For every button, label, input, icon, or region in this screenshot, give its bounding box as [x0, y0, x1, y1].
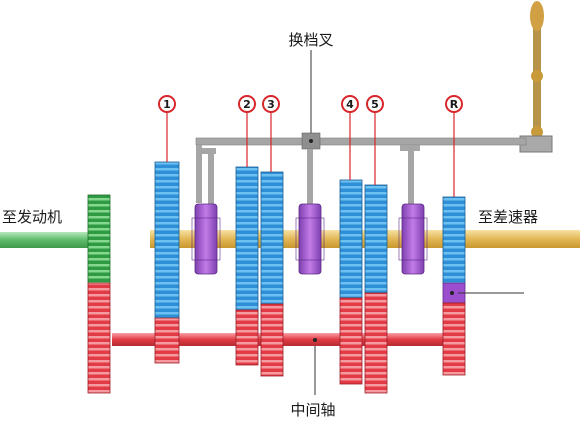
- synchro-sleeve-1-2: [191, 203, 221, 275]
- input-shaft: [0, 232, 92, 248]
- gear-1-upper: [154, 161, 180, 320]
- gear-r-upper: [442, 196, 466, 304]
- input-gear: [87, 194, 111, 394]
- svg-text:R: R: [450, 98, 459, 111]
- gear-marker-4: 4: [341, 95, 359, 180]
- gear-marker-3: 3: [262, 95, 280, 172]
- svg-text:2: 2: [243, 98, 251, 111]
- synchro-sleeve-3-4: [295, 203, 325, 275]
- to-engine-label: 至发动机: [2, 208, 62, 226]
- svg-text:3: 3: [267, 98, 275, 111]
- gear-marker-5: 5: [366, 95, 384, 185]
- gear-2-upper: [235, 166, 259, 320]
- svg-text:1: 1: [163, 98, 171, 111]
- gear-marker-2: 2: [238, 95, 256, 167]
- svg-text:4: 4: [346, 98, 354, 111]
- countershaft-gears: [154, 292, 466, 394]
- gear-marker-1: 1: [158, 95, 176, 162]
- gear-3-upper: [260, 171, 284, 306]
- gear-marker-r: R: [445, 95, 463, 197]
- shift-lever: [519, 1, 553, 153]
- to-differential-label: 至差速器: [478, 208, 538, 226]
- shift-fork-label: 换档叉: [288, 31, 333, 49]
- gear-5-upper: [364, 184, 388, 294]
- svg-text:5: 5: [371, 98, 379, 111]
- gear-4-upper: [339, 179, 363, 299]
- shift-rod: [195, 132, 527, 204]
- countershaft-label: 中间轴: [290, 401, 335, 419]
- synchro-sleeve-5-r: [398, 203, 428, 275]
